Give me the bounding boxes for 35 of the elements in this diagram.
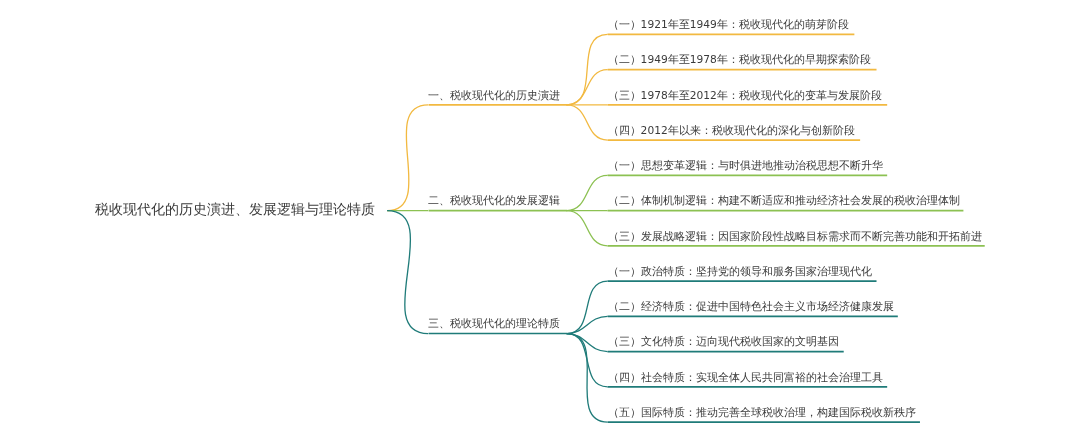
node-box [607,421,920,423]
node-label: （一）1921年至1949年：税收现代化的萌芽阶段 [607,18,849,32]
node-box [428,104,568,106]
node-box [607,245,985,247]
node-box [607,386,888,388]
node-label: 三、税收现代化的理论特质 [428,317,561,331]
node-label: （三）文化特质：迈向现代税收国家的文明基因 [607,335,839,349]
node-box [607,139,861,141]
node-label: （二）体制机制逻辑：构建不断适应和推动经济社会发展的税收治理体制 [607,194,960,208]
connector [566,332,609,388]
node-label: （三）1978年至2012年：税收现代化的变革与发展阶段 [607,88,882,102]
node-box [607,68,877,71]
connector [566,209,609,247]
connector [566,332,609,423]
node-label: （一）政治特质：坚持党的领导和服务国家治理现代化 [607,264,872,278]
node-label: 二、税收现代化的发展逻辑 [428,194,561,208]
node-box [428,209,568,212]
node-box [607,350,844,353]
node-box [428,332,568,335]
connector [566,104,609,141]
node-label: （二）1949年至1978年：税收现代化的早期探索阶段 [607,53,871,67]
node-label: （五）国际特质：推动完善全球税收治理，构建国际税收新秩序 [607,405,916,419]
node-label: （四）2012年以来：税收现代化的深化与创新阶段 [607,123,855,137]
node-label: （一）思想变革逻辑：与时俱进地推动治税思想不断升华 [607,159,883,173]
node-label: （三）发展战略逻辑：因国家阶段性战略目标需求而不断完善功能和开拓前进 [607,229,982,243]
node-box [607,280,877,282]
node-label: （二）经济特质：促进中国特色社会主义市场经济健康发展 [607,300,894,314]
node-box [607,174,888,177]
node-box [607,104,888,106]
node-text: 税收现代化的历史演进、发展逻辑与理论特质 [95,200,376,217]
node-box [607,209,964,212]
node-box [607,33,855,36]
node-label: （四）社会特质：实现全体人民共同富裕的社会治理工具 [607,370,883,384]
node-label: 一、税收现代化的历史演进 [428,88,561,102]
node-box [607,315,898,318]
